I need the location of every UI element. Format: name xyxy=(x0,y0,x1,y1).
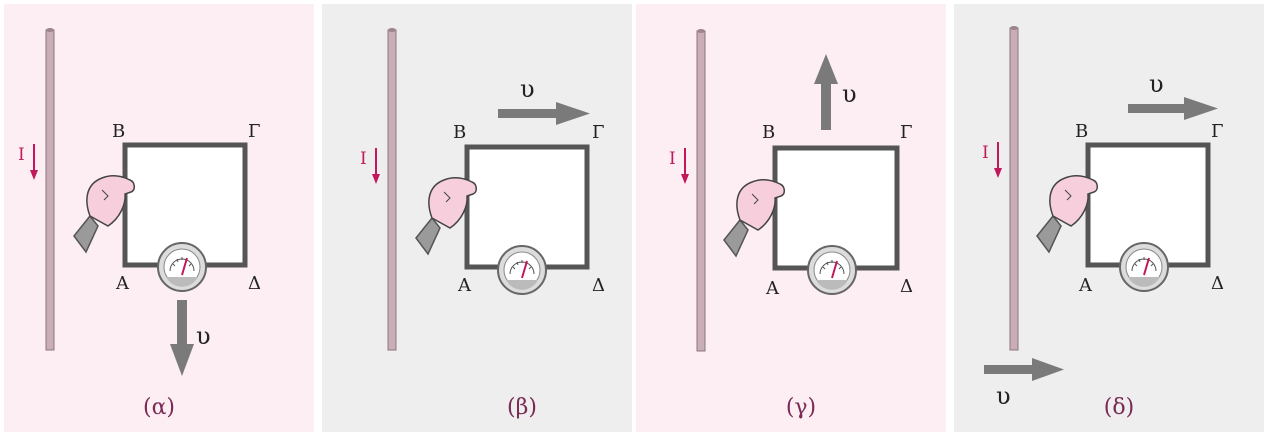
current-arrow xyxy=(681,148,689,184)
straight-wire xyxy=(696,29,706,352)
corner-a: A xyxy=(115,273,130,294)
panel-beta: I B Γ A Δ xyxy=(322,4,632,432)
current-label: I xyxy=(360,149,367,169)
corner-d: Δ xyxy=(1211,273,1224,294)
corner-b: B xyxy=(453,122,466,143)
velocity-label-wire: υ xyxy=(996,382,1011,410)
straight-wire xyxy=(45,28,55,351)
panel-caption: (δ) xyxy=(1104,395,1134,420)
velocity-label: υ xyxy=(842,80,857,108)
current-arrow xyxy=(994,142,1002,178)
straight-wire xyxy=(387,28,397,351)
straight-wire xyxy=(1009,26,1019,351)
panel-caption: (α) xyxy=(143,395,175,420)
hand-icon xyxy=(1036,175,1098,254)
corner-d: Δ xyxy=(248,273,261,294)
velocity-label: υ xyxy=(520,75,535,103)
corner-a: A xyxy=(765,278,780,299)
corner-a: A xyxy=(1078,275,1093,296)
panel-alpha: I B Γ A Δ xyxy=(4,4,314,432)
current-label: I xyxy=(669,149,676,169)
panel-caption: (γ) xyxy=(786,395,816,420)
velocity-arrow xyxy=(170,300,194,376)
current-arrow xyxy=(372,148,380,184)
galvanometer-icon xyxy=(807,245,857,295)
corner-b: B xyxy=(762,122,775,143)
current-label: I xyxy=(982,143,989,163)
hand-icon xyxy=(723,179,785,258)
hand-icon xyxy=(415,177,477,256)
velocity-label: υ xyxy=(196,322,211,350)
velocity-arrow-wire xyxy=(984,358,1064,381)
corner-g: Γ xyxy=(248,121,261,142)
galvanometer-icon xyxy=(497,245,547,295)
corner-d: Δ xyxy=(592,275,605,296)
corner-b: B xyxy=(112,121,125,142)
corner-a: A xyxy=(457,275,472,296)
current-label: I xyxy=(18,145,25,165)
panel-gamma: I B Γ A Δ xyxy=(636,4,946,432)
hand-icon xyxy=(73,175,135,254)
velocity-label-loop: υ xyxy=(1149,70,1164,98)
velocity-arrow xyxy=(814,54,838,130)
corner-g: Γ xyxy=(592,122,605,143)
panel-caption: (β) xyxy=(507,395,537,420)
corner-g: Γ xyxy=(1211,121,1224,142)
galvanometer-icon xyxy=(157,242,207,292)
panel-delta: I B Γ A Δ xyxy=(954,4,1264,432)
velocity-arrow xyxy=(498,102,590,125)
corner-b: B xyxy=(1075,121,1088,142)
velocity-arrow-loop xyxy=(1128,97,1218,120)
galvanometer-icon xyxy=(1119,242,1169,292)
corner-d: Δ xyxy=(900,276,913,297)
current-arrow xyxy=(30,144,38,180)
corner-g: Γ xyxy=(900,122,913,143)
